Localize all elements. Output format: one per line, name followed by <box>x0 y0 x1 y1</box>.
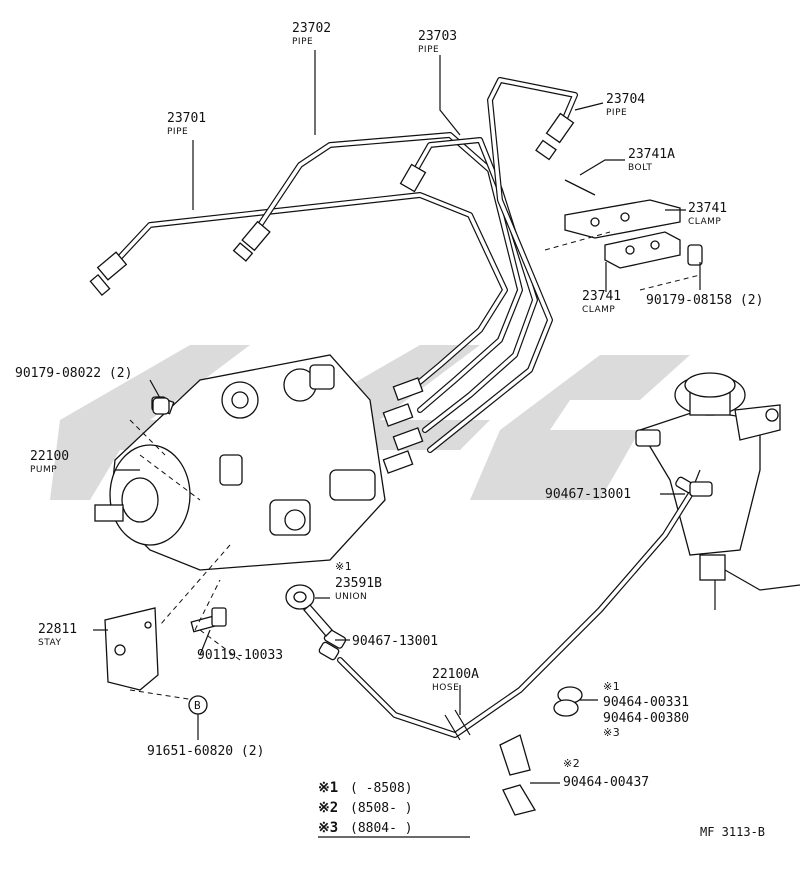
label-90464-00437: 90464-00437 <box>563 775 649 790</box>
leader-lines <box>93 50 701 784</box>
note-1-range: ( -8508) <box>350 781 413 796</box>
label-mark1-gasket: ※1 <box>603 680 620 693</box>
label-23741a-number: 23741A <box>628 147 675 162</box>
stay-bracket <box>104 397 227 691</box>
label-90464-00331: 90464-00331 <box>603 695 689 710</box>
note-2-range: (8508- ) <box>350 801 413 816</box>
label-90179-08022: 90179-08022 (2) <box>15 366 132 381</box>
clamps <box>544 179 703 291</box>
label-23741-clamp-lower-name: CLAMP <box>582 305 615 315</box>
label-22811-number: 22811 <box>38 622 77 637</box>
label-23703-number: 23703 <box>418 29 457 44</box>
note-3-range: (8804- ) <box>350 821 413 836</box>
label-23701-number: 23701 <box>167 111 206 126</box>
label-23741-clamp-upper-name: CLAMP <box>688 217 721 227</box>
note-3-mark: ※3 <box>318 820 338 836</box>
label-90179-08158: 90179-08158 (2) <box>646 293 763 308</box>
label-mark2-clip: ※2 <box>563 757 580 770</box>
label-mark3-gasket: ※3 <box>603 726 620 739</box>
label-90119-10033: 90119-10033 <box>197 648 283 663</box>
label-90467-13001-lower: 90467-13001 <box>352 634 438 649</box>
label-23702-name: PIPE <box>292 37 313 47</box>
hoses <box>318 469 713 741</box>
label-23591b-number: 23591B <box>335 576 382 591</box>
label-22100a-name: HOSE <box>432 683 459 693</box>
label-23741-clamp-lower-number: 23741 <box>582 289 621 304</box>
date-notes: ※1 ( -8508) ※2 (8508- ) ※3 (8804- ) <box>318 780 470 838</box>
dashed-guides <box>129 419 241 701</box>
label-23702-number: 23702 <box>292 21 331 36</box>
label-23701-name: PIPE <box>167 127 188 137</box>
union <box>285 584 333 637</box>
circle-b-marker <box>188 695 208 715</box>
label-22100-number: 22100 <box>30 449 69 464</box>
label-23741-clamp-upper-number: 23741 <box>688 201 727 216</box>
label-22100-name: PUMP <box>30 465 57 475</box>
reference-code: MF 3113-B <box>700 825 765 839</box>
label-23741a-name: BOLT <box>628 163 652 173</box>
note-2-mark: ※2 <box>318 800 338 816</box>
fuel-filter <box>635 372 800 610</box>
note-1-mark: ※1 <box>318 780 338 796</box>
label-23591b-name: UNION <box>335 592 367 602</box>
label-90467-13001-upper: 90467-13001 <box>545 487 631 502</box>
injection-pipes <box>105 77 578 453</box>
label-23703-name: PIPE <box>418 45 439 55</box>
label-23704-name: PIPE <box>606 108 627 118</box>
label-90464-00380: 90464-00380 <box>603 711 689 726</box>
circle-b-text: B <box>194 699 201 712</box>
pipe-nuts <box>89 112 575 474</box>
gaskets <box>499 686 583 816</box>
label-22100a-number: 22100A <box>432 667 479 682</box>
label-23591b-note: ※1 <box>335 560 352 573</box>
label-91651-60820: 91651-60820 (2) <box>147 744 264 759</box>
label-22811-name: STAY <box>38 638 61 648</box>
label-23704-number: 23704 <box>606 92 645 107</box>
